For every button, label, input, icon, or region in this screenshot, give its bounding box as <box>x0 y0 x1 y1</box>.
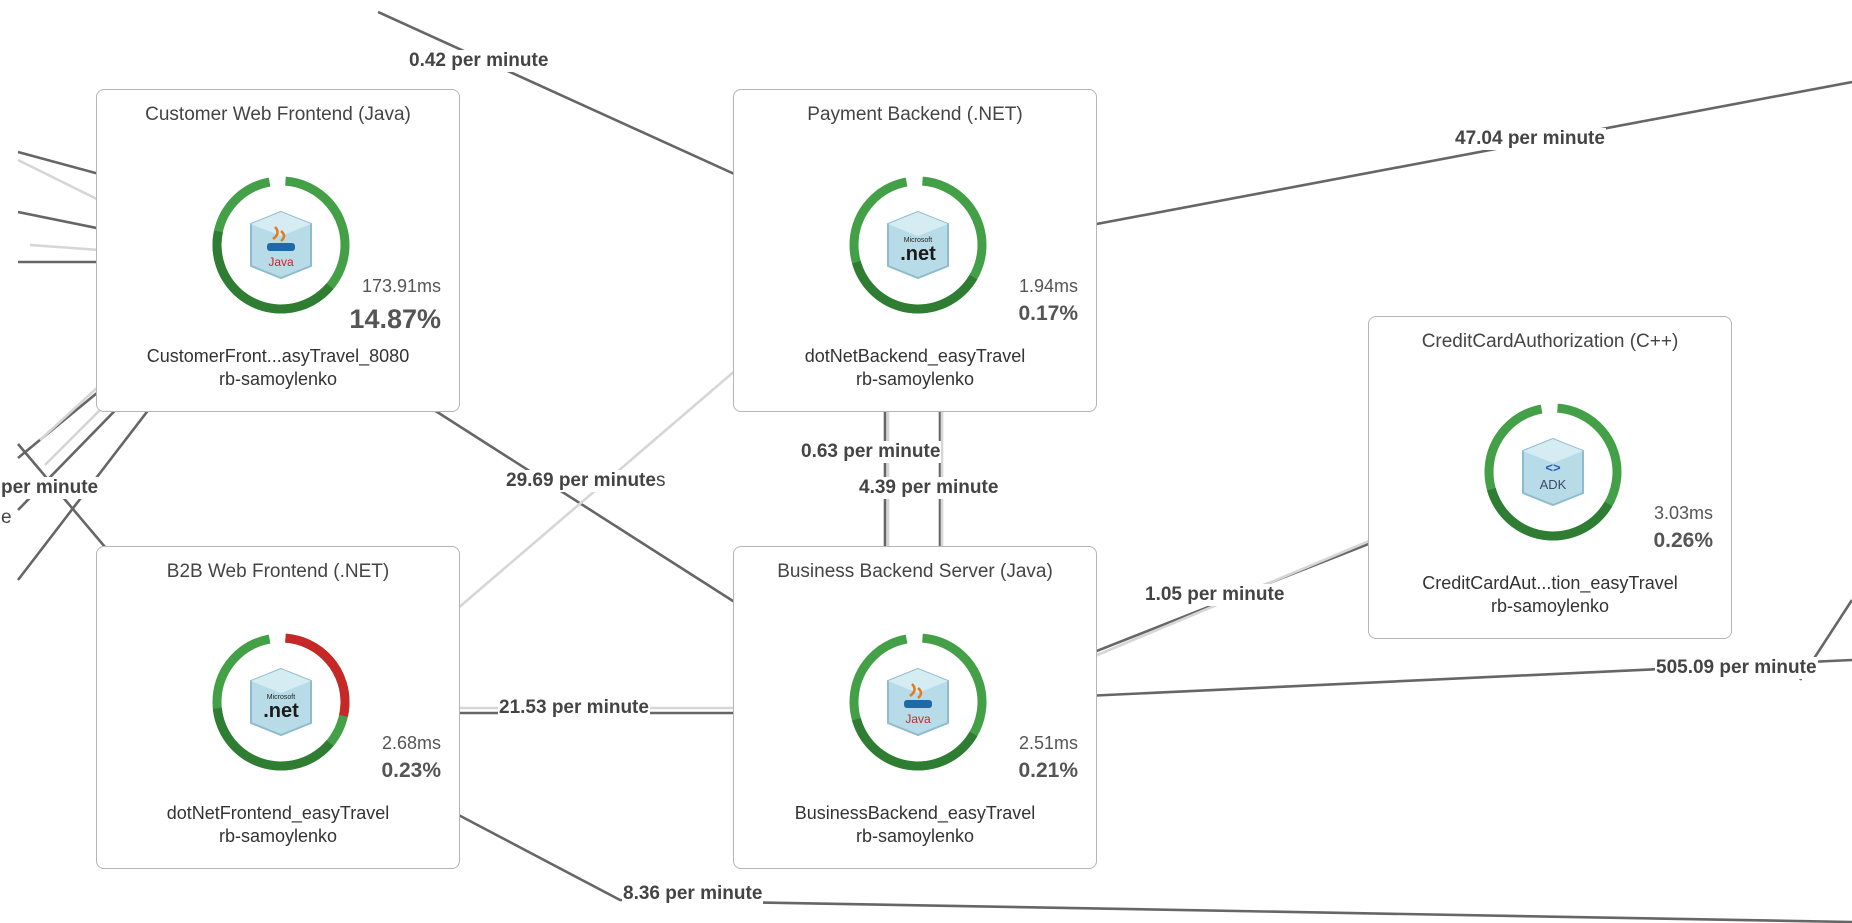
svg-text:ADK: ADK <box>1540 477 1567 492</box>
percent-value: 14.87% <box>349 304 441 334</box>
dotnet-icon: Microsoft .net <box>250 667 312 737</box>
svg-text:Java: Java <box>268 255 294 269</box>
node-title: B2B Web Frontend (.NET) <box>166 561 390 582</box>
edge-label-payment-down[interactable]: 0.63 per minute <box>800 441 942 463</box>
response-time: 2.51ms <box>1018 733 1078 753</box>
response-time: 173.91ms <box>361 276 441 296</box>
svg-text:.net: .net <box>900 243 936 265</box>
node-title: CreditCardAuthorization (C++) <box>1421 331 1679 352</box>
svg-text:.net: .net <box>263 700 299 722</box>
dotnet-icon: Microsoft .net <box>887 210 949 280</box>
edge-label-b2b-to-business[interactable]: 21.53 per minute <box>498 697 650 719</box>
edge-label-center-cross[interactable]: 29.69 per minutes <box>505 470 667 492</box>
java-icon: Java <box>887 667 949 737</box>
edge-line-top-right[interactable] <box>984 80 1852 247</box>
node-payment-backend[interactable]: Payment Backend (.NET) Microsoft .net 1.… <box>733 89 1097 412</box>
edge-label-cut-glyph: e <box>0 507 13 529</box>
host-name: rb-samoylenko <box>1490 596 1610 616</box>
health-gauge: <> ADK <box>1478 397 1628 547</box>
node-b2b-web-frontend[interactable]: B2B Web Frontend (.NET) Microsoft .net 2… <box>96 546 460 869</box>
process-name: BusinessBackend_easyTravel <box>794 803 1036 823</box>
edge-label-top-right[interactable]: 47.04 per minute <box>1454 128 1606 150</box>
edge-label-to-credit-card[interactable]: 1.05 per minute <box>1144 584 1286 606</box>
edge-label-center-cross-value: 29.69 per minute <box>506 470 656 491</box>
host-name: rb-samoylenko <box>855 369 975 389</box>
edge-label-bottom[interactable]: 8.36 per minute <box>622 883 764 905</box>
edge-label-payment-up[interactable]: 4.39 per minute <box>858 477 1000 499</box>
svg-text:Microsoft: Microsoft <box>267 694 295 701</box>
node-customer-web-frontend[interactable]: Customer Web Frontend (Java) Java 173.91… <box>96 89 460 412</box>
svg-text:Java: Java <box>905 712 931 726</box>
edge-label-top-left[interactable]: 0.42 per minute <box>408 50 550 72</box>
edge-label-left-mid[interactable]: per minute <box>0 477 100 499</box>
percent-value: 0.26% <box>1653 529 1713 552</box>
host-name: rb-samoylenko <box>218 826 338 846</box>
response-time: 1.94ms <box>1018 276 1078 296</box>
node-title: Business Backend Server (Java) <box>777 561 1053 582</box>
node-title: Customer Web Frontend (Java) <box>145 104 411 125</box>
node-title: Payment Backend (.NET) <box>807 104 1023 125</box>
health-gauge: Java <box>206 170 356 320</box>
edge-label-right-out[interactable]: 505.09 per minute <box>1655 657 1818 679</box>
java-icon: Java <box>250 210 312 280</box>
percent-value: 0.23% <box>381 759 441 782</box>
node-business-backend[interactable]: Business Backend Server (Java) Java 2.51… <box>733 546 1097 869</box>
host-name: rb-samoylenko <box>218 369 338 389</box>
response-time: 2.68ms <box>381 733 441 753</box>
host-name: rb-samoylenko <box>855 826 975 846</box>
svg-text:Microsoft: Microsoft <box>904 237 932 244</box>
node-credit-card-authorization[interactable]: CreditCardAuthorization (C++) <> ADK 3.0… <box>1368 316 1732 639</box>
percent-value: 0.21% <box>1018 759 1078 782</box>
process-name: dotNetFrontend_easyTravel <box>166 803 390 823</box>
process-name: dotNetBackend_easyTravel <box>804 346 1026 366</box>
response-time: 3.03ms <box>1653 503 1713 523</box>
health-gauge: Microsoft .net <box>206 627 356 777</box>
health-gauge: Java <box>843 627 993 777</box>
adk-icon: <> ADK <box>1522 437 1584 507</box>
process-name: CustomerFront...asyTravel_8080 <box>146 346 410 366</box>
svg-text:<>: <> <box>1545 460 1561 475</box>
process-name: CreditCardAut...tion_easyTravel <box>1422 573 1678 593</box>
edge-label-center-cross-suffix: s <box>655 470 666 491</box>
percent-value: 0.17% <box>1018 302 1078 325</box>
health-gauge: Microsoft .net <box>843 170 993 320</box>
